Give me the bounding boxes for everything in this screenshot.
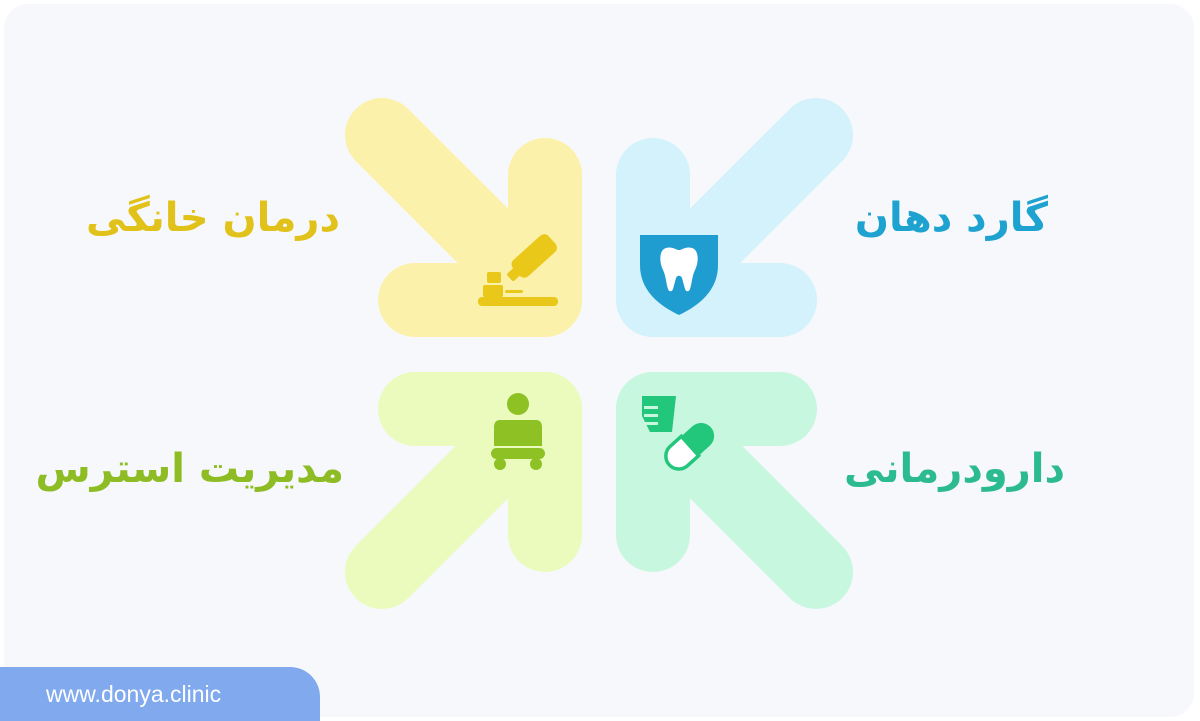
arrow-drug-therapy <box>616 372 853 609</box>
tooth-shield-icon <box>640 235 718 315</box>
page-card <box>4 4 1194 717</box>
toothbrush-icon <box>478 234 558 306</box>
footer-banner: www.donya.clinic <box>0 667 320 721</box>
pill-icon <box>642 396 715 471</box>
label-mouth-guard: گارد دهان <box>854 195 1048 241</box>
label-drug-therapy: دارودرمانی <box>844 446 1065 492</box>
label-home-care: درمان خانگی <box>85 195 340 241</box>
website-link[interactable]: www.donya.clinic <box>46 681 222 707</box>
label-stress-management: مدیریت استرس <box>35 446 344 492</box>
meditation-icon <box>491 393 545 470</box>
